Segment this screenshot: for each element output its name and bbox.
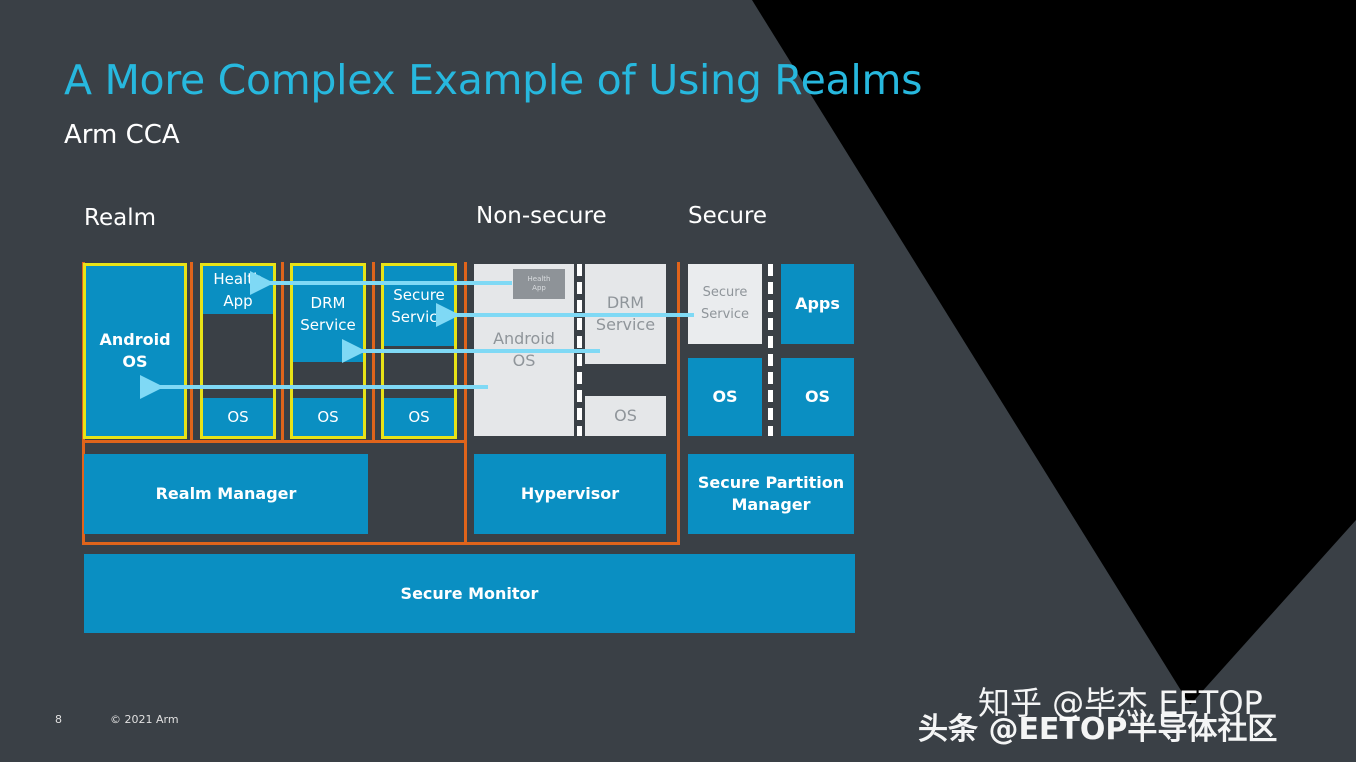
secure-secure-service: Secure Service <box>688 264 762 344</box>
realm-vm-divider-2 <box>281 262 284 442</box>
slide-title: A More Complex Example of Using Realms <box>64 56 923 104</box>
realm-manager: Realm Manager <box>84 454 368 534</box>
realm-vm-frame-1 <box>83 263 187 439</box>
realm-vm-frame-4 <box>381 263 457 439</box>
watermark-zhihu: 知乎 @毕杰 EETOP <box>978 684 1263 722</box>
slide-subtitle: Arm CCA <box>64 120 180 150</box>
nonsecure-dashed-divider <box>577 264 582 436</box>
secure-dashed-divider <box>768 264 773 436</box>
secure-monitor: Secure Monitor <box>84 554 855 633</box>
realm-vm-boundary <box>82 440 466 443</box>
world-boundary-bottom <box>82 542 680 545</box>
secure-partition-manager: Secure Partition Manager <box>688 454 854 534</box>
realm-vm-divider-3 <box>372 262 375 442</box>
copyright: © 2021 Arm <box>110 713 179 726</box>
secure-label: Secure <box>688 203 768 229</box>
secure-apps: Apps <box>781 264 854 344</box>
watermark-toutiao: 头条 @EETOP半导体社区 <box>918 712 1278 747</box>
nonsecure-health-app: Health App <box>513 269 565 299</box>
realm-vm-divider-1 <box>190 262 193 442</box>
realm-vm-frame-3 <box>290 263 366 439</box>
realm-os-2: OS <box>293 398 363 436</box>
secure-os-2: OS <box>781 358 854 436</box>
realm-os-3: OS <box>384 398 454 436</box>
nonsecure-drm-service: DRM Service <box>585 264 666 364</box>
hypervisor: Hypervisor <box>474 454 666 534</box>
secure-os-1: OS <box>688 358 762 436</box>
nonsecure-secure-divider <box>677 262 680 545</box>
realm-nonsecure-divider <box>464 262 467 545</box>
realm-android-os: Android OS <box>86 266 184 436</box>
nonsecure-os: OS <box>585 396 666 436</box>
non-secure-label: Non-secure <box>476 203 607 229</box>
realm-label: Realm <box>84 205 156 231</box>
page-number: 8 <box>55 713 62 726</box>
realm-os-1: OS <box>203 398 273 436</box>
realm-vm-frame-2 <box>200 263 276 439</box>
